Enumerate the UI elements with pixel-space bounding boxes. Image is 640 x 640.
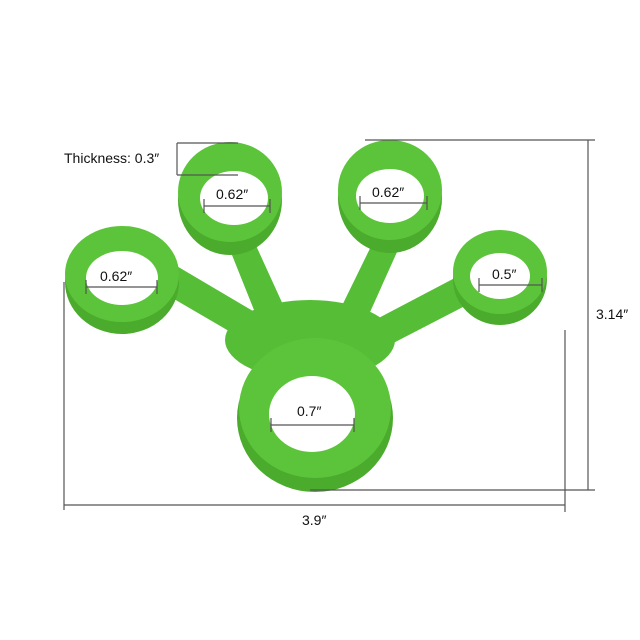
ring-bottom-label: 0.7″: [297, 403, 322, 419]
height-label: 3.14″: [596, 306, 629, 322]
ring-left-label: 0.62″: [100, 268, 133, 284]
ring-top-right-label: 0.62″: [372, 184, 405, 200]
ring-right-label: 0.5″: [492, 266, 517, 282]
rings: [65, 140, 547, 492]
ring-top-left-label: 0.62″: [216, 186, 249, 202]
width-label: 3.9″: [302, 512, 327, 528]
dimension-lines: [63, 139, 595, 512]
thickness-label: Thickness: 0.3″: [64, 150, 160, 166]
